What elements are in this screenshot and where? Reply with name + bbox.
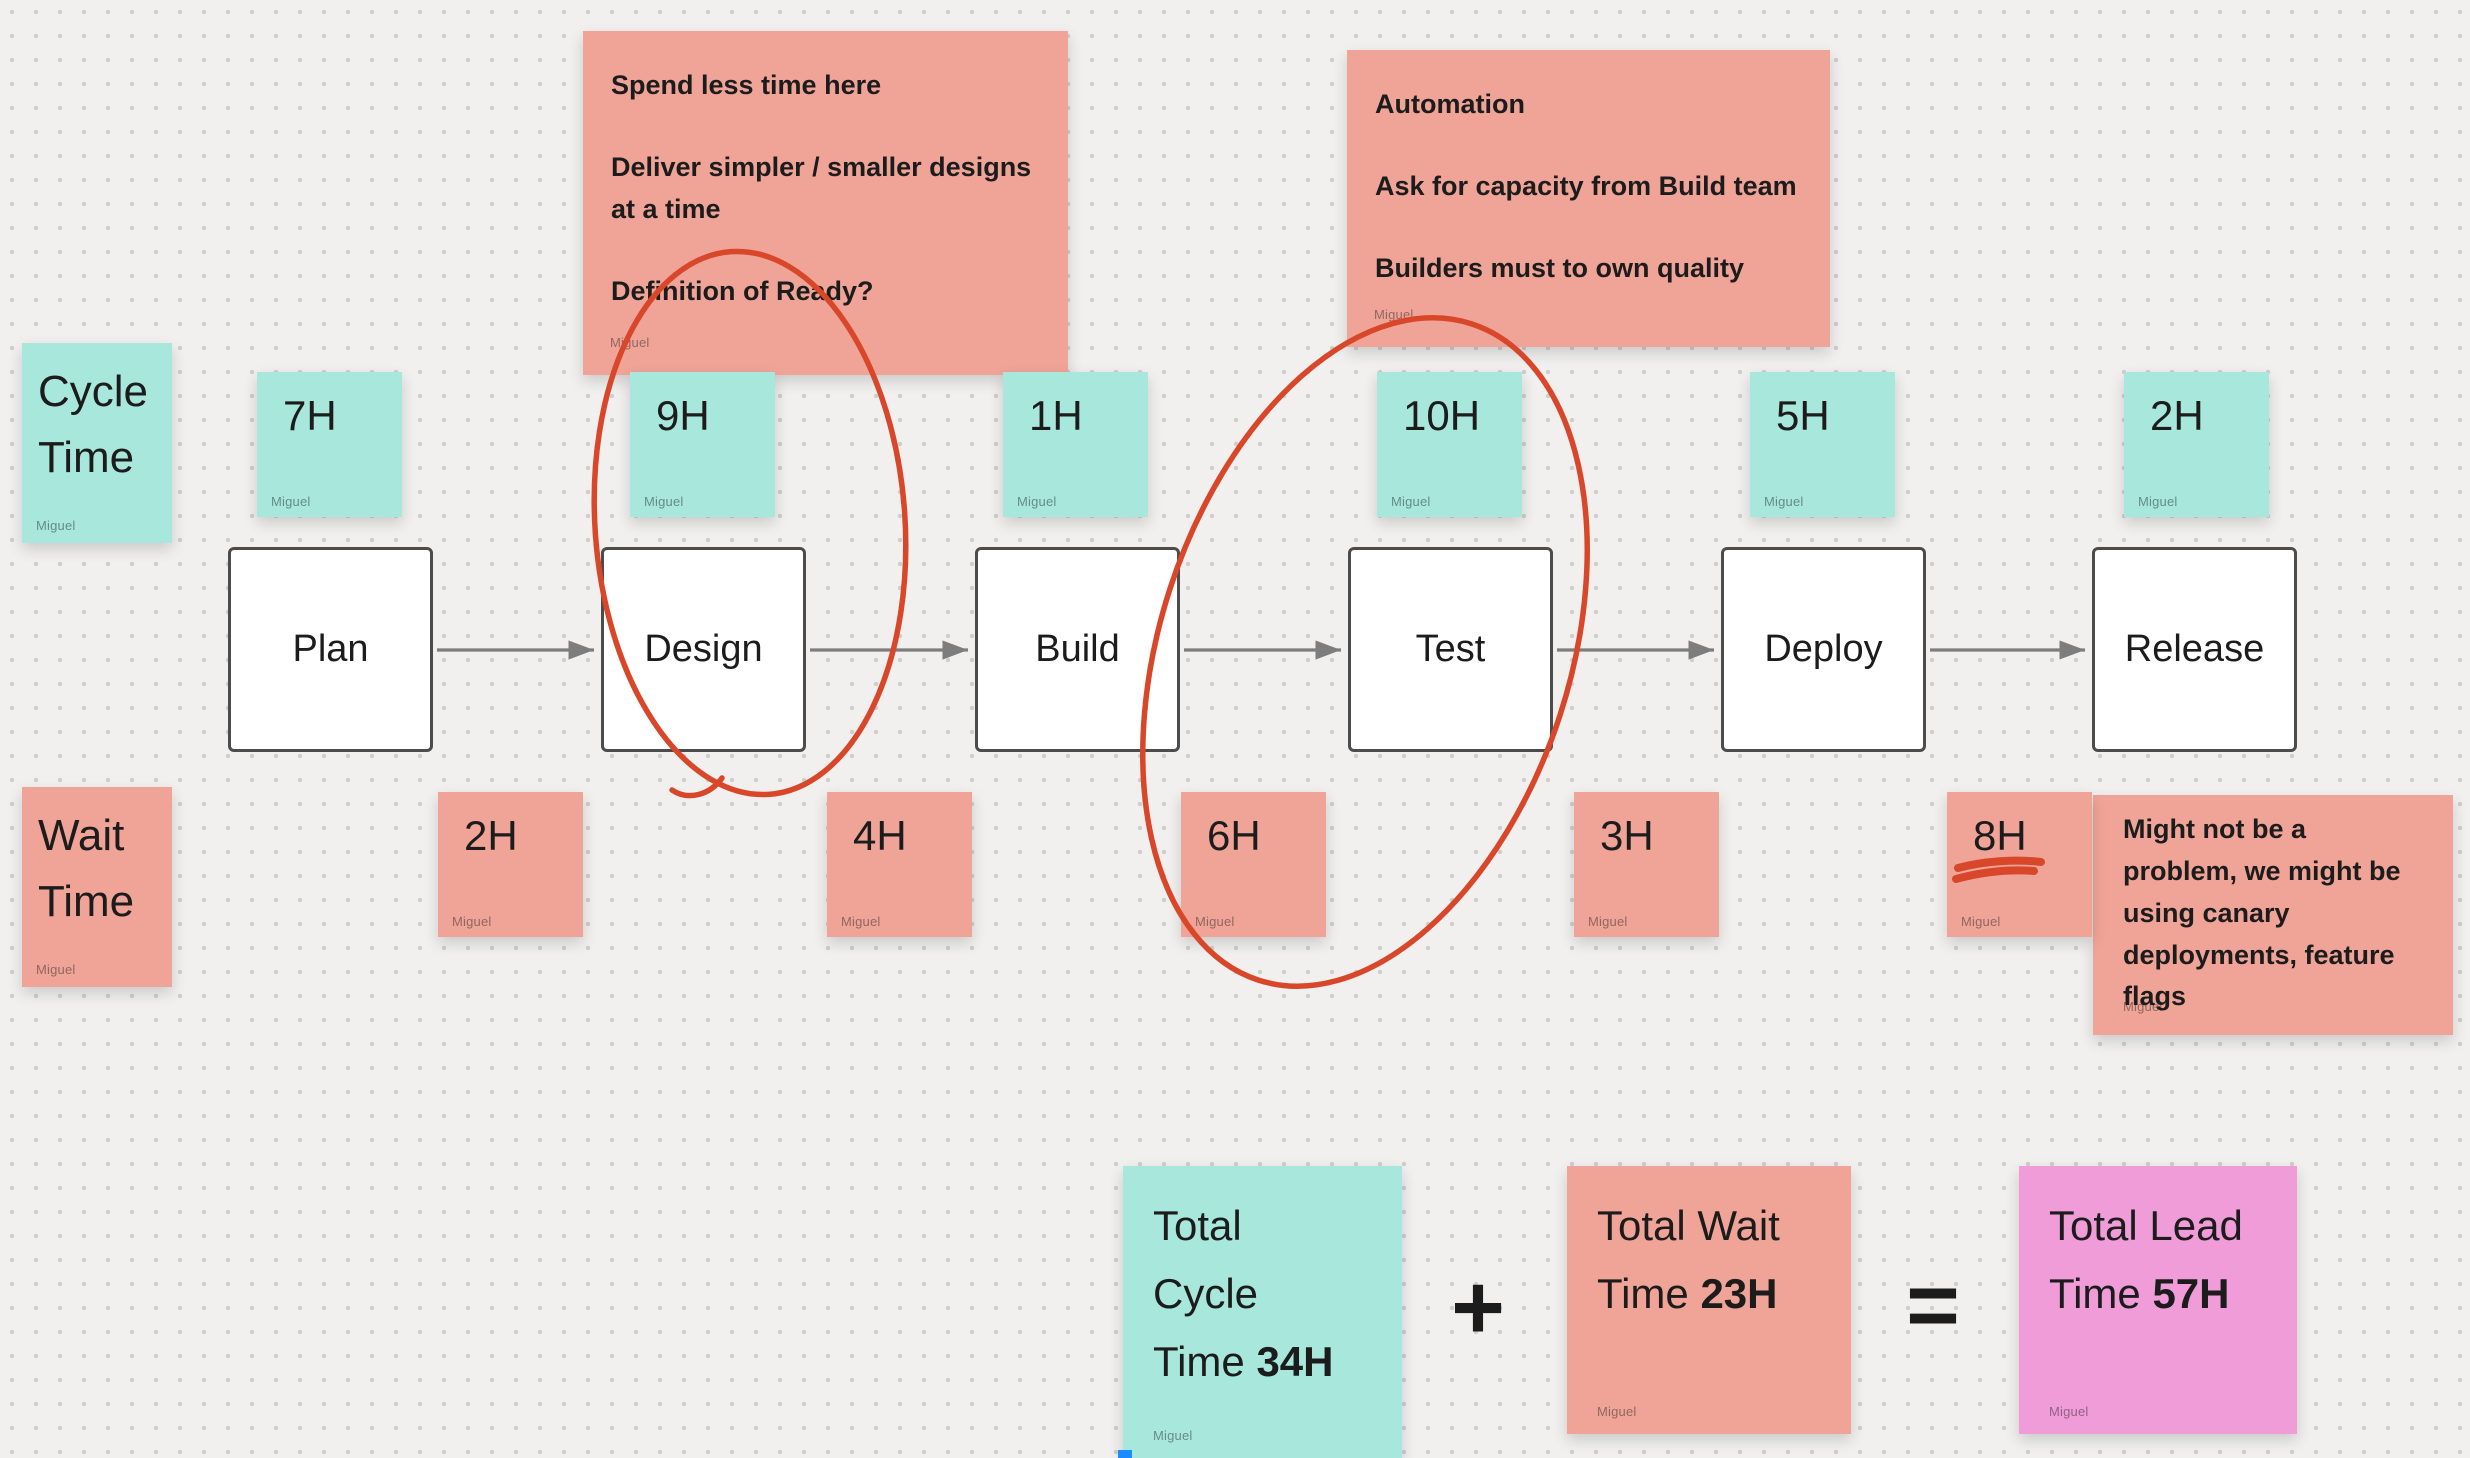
sticky-author: Miguel [1153, 1427, 1193, 1443]
total-wait-time-text: Total Wait Time 23H [1597, 1202, 1780, 1318]
sticky-author: Miguel [841, 914, 881, 929]
sticky-value: 10H [1403, 392, 1481, 439]
wait-time-sticky[interactable]: 4H Miguel [827, 792, 972, 937]
sticky-author: Miguel [1391, 494, 1431, 509]
wait-time-sticky[interactable]: 8H Miguel [1947, 792, 2092, 937]
design-improvement-note[interactable]: Spend less time here Deliver simpler / s… [583, 31, 1068, 375]
process-step-box[interactable]: Release [2092, 547, 2297, 752]
process-step-box[interactable]: Deploy [1721, 547, 1926, 752]
cycle-time-sticky[interactable]: 10H Miguel [1377, 372, 1522, 517]
test-improvement-note[interactable]: Automation Ask for capacity from Build t… [1347, 50, 1830, 347]
total-cycle-time-sticky[interactable]: Total Cycle Time 34H Miguel [1123, 1166, 1402, 1458]
sticky-value: 8H [1973, 812, 2027, 859]
total-wait-time-sticky[interactable]: Total Wait Time 23H Miguel [1567, 1166, 1851, 1434]
sticky-author: Miguel [271, 494, 311, 509]
sticky-value: 6H [1207, 812, 1261, 859]
sticky-value: 9H [656, 392, 710, 439]
process-step-label: Test [1415, 628, 1486, 670]
sticky-author: Miguel [1764, 494, 1804, 509]
process-step-box[interactable]: Plan [228, 547, 433, 752]
process-step-box[interactable]: Test [1348, 547, 1553, 752]
sticky-value: 2H [464, 812, 518, 859]
wait-time-header-label: Wait Time [38, 811, 135, 926]
sticky-author: Miguel [1195, 914, 1235, 929]
sticky-author: Miguel [1017, 494, 1057, 509]
cycle-time-header-sticky[interactable]: Cycle Time Miguel [22, 343, 172, 543]
note-line: Might not be a problem, we might be usin… [2123, 814, 2401, 1012]
note-line: Spend less time here [611, 70, 882, 100]
total-cycle-time-text: Total Cycle Time 34H [1153, 1202, 1334, 1386]
sticky-author: Miguel [452, 914, 492, 929]
note-line: Definition of Ready? [611, 275, 874, 306]
sticky-author: Miguel [1588, 914, 1628, 929]
note-author: Miguel [2123, 998, 2163, 1014]
note-line: Automation [1375, 89, 1525, 119]
wait-time-header-sticky[interactable]: Wait Time Miguel [22, 787, 172, 987]
note-author: Miguel [1374, 306, 1414, 322]
note-line: Ask for capacity from Build team [1375, 170, 1797, 201]
cycle-time-sticky[interactable]: 1H Miguel [1003, 372, 1148, 517]
wait-time-sticky[interactable]: 3H Miguel [1574, 792, 1719, 937]
wait-time-sticky[interactable]: 2H Miguel [438, 792, 583, 937]
note-line: Deliver simpler / smaller designs at a t… [611, 151, 1032, 224]
process-step-label: Plan [292, 628, 369, 670]
note-author: Miguel [610, 334, 650, 350]
note-line: Builders must to own quality [1375, 252, 1745, 283]
sticky-value: 5H [1776, 392, 1830, 439]
sticky-value: 4H [853, 812, 907, 859]
release-wait-note[interactable]: Might not be a problem, we might be usin… [2093, 795, 2453, 1035]
sticky-value: 2H [2150, 392, 2204, 439]
sticky-author: Miguel [1961, 914, 2001, 929]
sticky-value: 7H [283, 392, 337, 439]
process-step-label: Deploy [1764, 628, 1883, 670]
plus-sign[interactable]: + [1451, 1256, 1505, 1359]
cycle-time-sticky[interactable]: 5H Miguel [1750, 372, 1895, 517]
cycle-time-header-label: Cycle Time [38, 367, 149, 482]
sticky-author: Miguel [2049, 1403, 2089, 1419]
sticky-author: Miguel [644, 494, 684, 509]
sticky-author: Miguel [36, 961, 76, 977]
sticky-value: 3H [1600, 812, 1654, 859]
equals-sign[interactable]: = [1906, 1254, 1960, 1357]
total-lead-time-sticky[interactable]: Total Lead Time 57H Miguel [2019, 1166, 2297, 1434]
process-step-label: Build [1035, 628, 1120, 670]
process-step-label: Release [2124, 628, 2265, 670]
total-lead-time-text: Total Lead Time 57H [2049, 1202, 2243, 1318]
wait-time-sticky[interactable]: 6H Miguel [1181, 792, 1326, 937]
marker-squiggle[interactable] [669, 775, 725, 799]
process-step-box[interactable]: Build [975, 547, 1180, 752]
cycle-time-sticky[interactable]: 7H Miguel [257, 372, 402, 517]
sticky-author: Miguel [36, 517, 76, 533]
cycle-time-sticky[interactable]: 9H Miguel [630, 372, 775, 517]
cycle-time-sticky[interactable]: 2H Miguel [2124, 372, 2269, 517]
process-step-label: Design [644, 628, 763, 670]
process-step-box[interactable]: Design [601, 547, 806, 752]
sticky-author: Miguel [1597, 1403, 1637, 1419]
sticky-author: Miguel [2138, 494, 2178, 509]
sticky-value: 1H [1029, 392, 1083, 439]
selection-handle[interactable] [1118, 1450, 1132, 1458]
